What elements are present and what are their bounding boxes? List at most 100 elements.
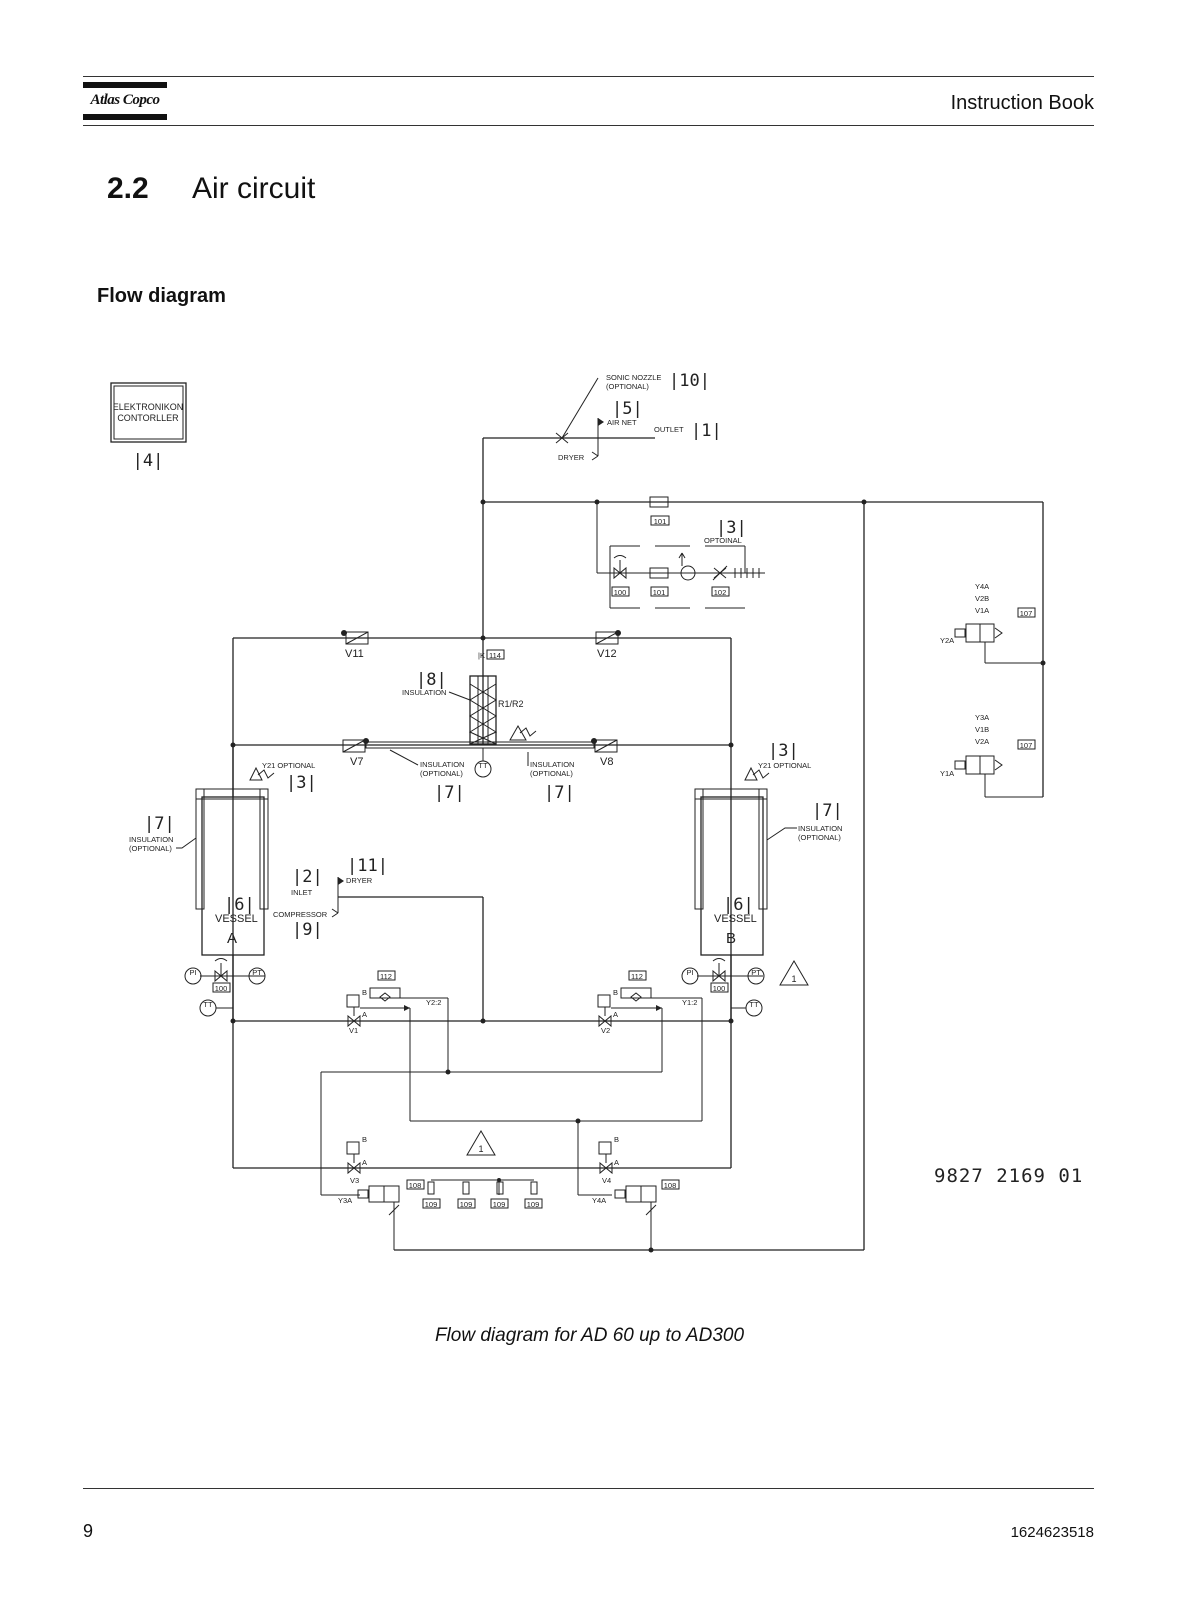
dryer-inlet-label: DRYER <box>346 876 373 885</box>
outlet-label: OUTLET <box>654 425 684 434</box>
dryer-outlet-label: DRYER <box>558 453 585 462</box>
section-number: 2.2 <box>107 172 149 205</box>
drawing-number: 9827 2169 01 <box>934 1165 1083 1187</box>
t-opt-b: Y21 OPTIONAL <box>758 761 811 770</box>
box-108-b: 108 <box>664 1181 677 1190</box>
ref-6-b: |6| <box>723 895 754 915</box>
box-114: 114 <box>489 651 501 660</box>
y4a-label: Y4A <box>592 1196 606 1205</box>
insulation-left: INSULATION <box>420 760 464 769</box>
vessel-a-label: VESSEL <box>215 913 258 925</box>
header-top-rule <box>83 76 1094 77</box>
v1-port-a: A <box>362 1010 367 1019</box>
controller-line2: CONTORLLER <box>117 413 179 423</box>
v1-label: V1 <box>349 1026 358 1035</box>
box-108-a: 108 <box>409 1181 422 1190</box>
pi-a: PI <box>189 968 196 977</box>
exhaust-valves: B A V3 Y3A 108 B A V4 Y4A 108 1 <box>233 1130 864 1253</box>
box-112-v1: 112 <box>380 972 392 981</box>
sonic-nozzle-optional: (OPTIONAL) <box>606 382 649 391</box>
ref-3-top: |3| <box>716 518 747 538</box>
v12-label: V12 <box>597 648 617 660</box>
optional-a: (OPTIONAL) <box>129 844 172 853</box>
ref-9: |9| <box>292 920 323 940</box>
document-number: 1624623518 <box>1010 1524 1094 1541</box>
ref-8: |8| <box>416 670 447 690</box>
outlet-area: SONIC NOZZLE (OPTIONAL) |10| |5| AIR NET… <box>482 371 722 745</box>
ref-4: |4| <box>133 451 164 471</box>
box-101-top: 101 <box>654 517 667 526</box>
box-112-v2: 112 <box>631 972 643 981</box>
y3a-label: Y3A <box>338 1196 352 1205</box>
vessel-a-instruments: PI 100 PT TT <box>184 955 266 1021</box>
footer-rule <box>83 1488 1094 1489</box>
optional-right: (OPTIONAL) <box>530 769 573 778</box>
ref-3-b: |3| <box>768 741 799 761</box>
box-109-c: 109 <box>493 1200 506 1209</box>
middle-bypass: V7 V8 TT INSULATION (OPTIONAL) INSULATIO… <box>230 738 734 803</box>
v2-port-a: A <box>613 1010 618 1019</box>
v2-label: V2 <box>601 1026 610 1035</box>
optional-label-top: OPTOINAL <box>704 536 742 545</box>
figure-caption: Flow diagram for AD 60 up to AD300 <box>434 1325 745 1346</box>
heater: |8| INSULATION R1/R2 <box>402 670 537 745</box>
box-109-a: 109 <box>425 1200 438 1209</box>
logo-text: Atlas Copco <box>90 92 160 108</box>
pv1-label1: Y4A <box>975 582 989 591</box>
top-bypass: V11 V12 |K 114 <box>232 630 732 1168</box>
ref-7-a: |7| <box>144 814 175 834</box>
optional-purge-circuit: |3| OPTOINAL 100 101 102 <box>596 502 765 609</box>
t-opt-a: Y21 OPTIONAL <box>262 761 315 770</box>
v7-label: V7 <box>350 756 363 768</box>
ref-10: |10| <box>669 371 710 391</box>
box-100-a: 100 <box>215 984 228 993</box>
inlet-label: INLET <box>291 888 313 897</box>
top-distribution-line: 101 <box>480 496 1046 1250</box>
v2-port-b: B <box>613 988 618 997</box>
vessel-b-instruments: PI 100 PT TT 1 <box>681 955 809 1021</box>
pv2-label3: V2A <box>975 737 989 746</box>
v8-label: V8 <box>600 756 613 768</box>
header-bottom-rule <box>83 125 1094 126</box>
optional-left: (OPTIONAL) <box>420 769 463 778</box>
optional-b: (OPTIONAL) <box>798 833 841 842</box>
vessel-b: Y21 OPTIONAL |3| |7| INSULATION (OPTIONA… <box>694 741 843 956</box>
tt-center: TT <box>478 761 488 770</box>
ref-1: |1| <box>691 421 722 441</box>
insulation-heater: INSULATION <box>402 688 446 697</box>
ref-11: |11| <box>347 856 388 876</box>
k-label: |K <box>478 651 485 660</box>
controller-box: ELEKTRONIKON CONTORLLER |4| <box>110 382 187 471</box>
ref-3-a: |3| <box>286 773 317 793</box>
box-100-b: 100 <box>713 984 726 993</box>
box-100-top: 100 <box>614 588 627 597</box>
pi-b: PI <box>686 968 693 977</box>
box-109-d: 109 <box>527 1200 540 1209</box>
ref-7-b: |7| <box>812 801 843 821</box>
insulation-b: INSULATION <box>798 824 842 833</box>
pv1-label2: V2B <box>975 594 989 603</box>
atlas-copco-logo: Atlas Copco <box>83 82 167 124</box>
sonic-nozzle-label: SONIC NOZZLE <box>606 373 661 382</box>
v1-port-b: B <box>362 988 367 997</box>
v4-port-a: A <box>614 1158 619 1167</box>
ref-5: |5| <box>612 399 643 419</box>
y2a-label: Y2A <box>940 636 954 645</box>
v4-label: V4 <box>602 1176 611 1185</box>
inlet-area: |2| INLET |11| DRYER COMPRESSOR |9| <box>273 856 484 1021</box>
tt-a: TT <box>203 1000 213 1009</box>
insulation-a: INSULATION <box>129 835 173 844</box>
box-107-a: 107 <box>1020 609 1033 618</box>
tt-b: TT <box>749 1000 759 1009</box>
v11-label: V11 <box>345 648 364 660</box>
y1a-label: Y1A <box>940 769 954 778</box>
v3-port-b: B <box>362 1135 367 1144</box>
page-number: 9 <box>83 1521 94 1541</box>
box-102-top: 102 <box>714 588 727 597</box>
pt-a: PT <box>252 968 262 977</box>
insulation-right: INSULATION <box>530 760 574 769</box>
r1r2-label: R1/R2 <box>498 699 524 709</box>
v4-port-b: B <box>614 1135 619 1144</box>
v3-label: V3 <box>350 1176 359 1185</box>
